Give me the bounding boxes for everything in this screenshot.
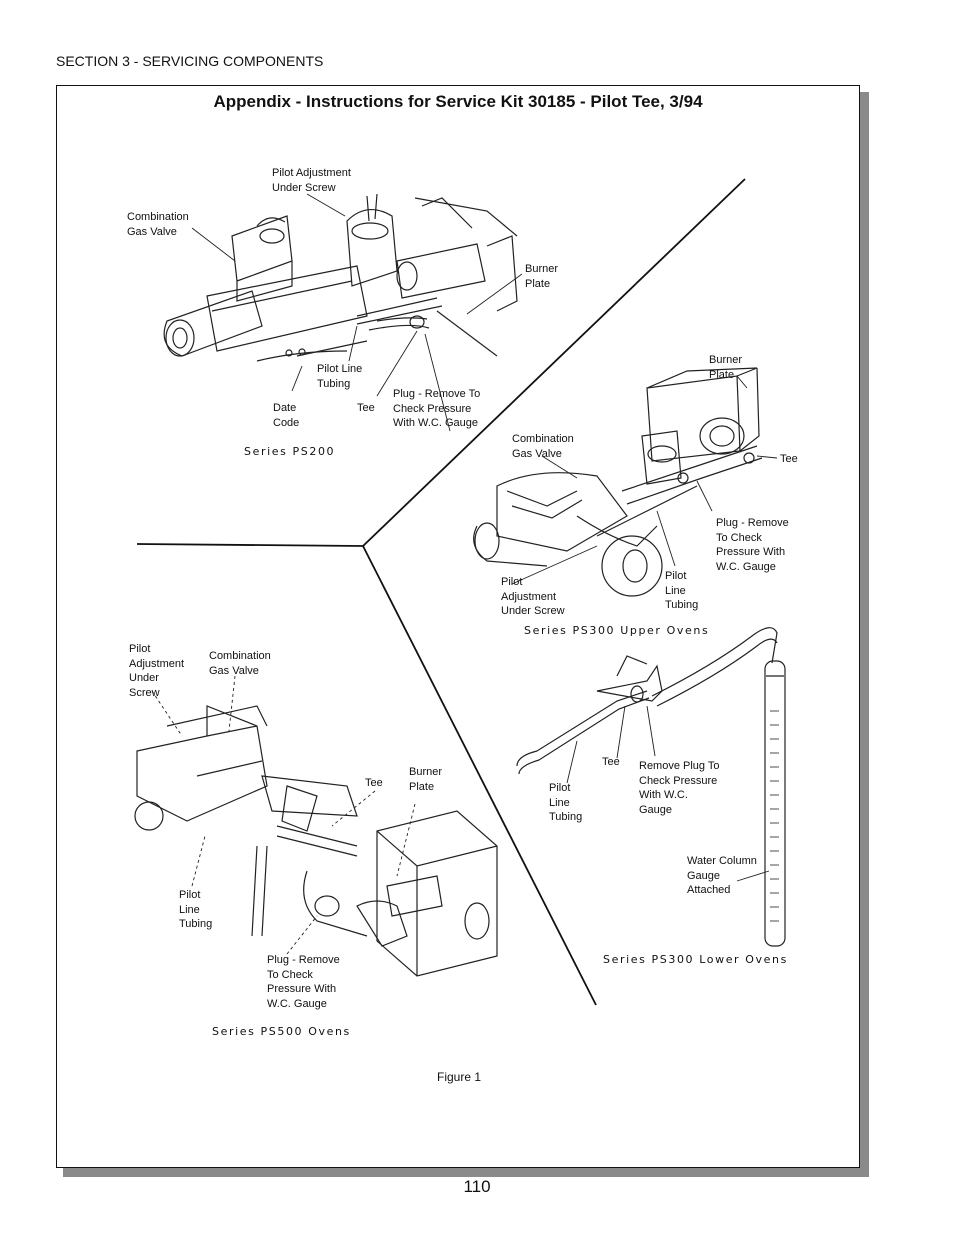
ps300-lower-assembly-drawing [516, 627, 786, 947]
ps500-pilot-line-label: Pilot Line Tubing [179, 889, 213, 930]
ps300u-pilot-line-label: Pilot Line Tubing [665, 570, 699, 611]
ps500-plug-label: Plug - Remove To Check Pressure With W.C… [267, 954, 340, 1010]
figure-1-illustration [134, 178, 786, 1006]
water-column-gauge-ticks [770, 710, 779, 922]
ps300u-combination-valve-label: Combination Gas Valve [512, 433, 574, 460]
ps200-plug-label: Plug - Remove To Check Pressure With W.C… [393, 388, 481, 429]
ps200-burner-plate-label: Burner Plate [525, 263, 559, 290]
ps200-combination-valve-label: Combination Gas Valve [127, 211, 189, 238]
ps300u-series-title: Series PS300 Upper Ovens [524, 624, 710, 637]
figure-caption: Figure 1 [437, 1070, 482, 1084]
ps500-combination-valve-label: Combination Gas Valve [209, 650, 271, 677]
ps200-tee-label: Tee [357, 402, 375, 414]
ps500-burner-plate-label: Burner Plate [409, 766, 443, 793]
ps300-upper-leader-lines [511, 375, 778, 585]
figure-frame: Appendix - Instructions for Service Kit … [56, 85, 860, 1168]
ps200-pilot-line-label: Pilot Line Tubing [317, 363, 363, 390]
ps500-tee-label: Tee [365, 777, 383, 789]
ps500-series-title: Series PS500 Ovens [212, 1025, 351, 1038]
ps300-upper-assembly-drawing [473, 367, 763, 597]
ps200-pilot-adjustment-label: Pilot Adjustment Under Screw [272, 167, 351, 194]
ps300u-pilot-adjustment-label: Pilot Adjustment Under Screw [501, 576, 565, 617]
ps200-assembly-drawing [163, 193, 518, 362]
ps200-series-title: Series PS200 [244, 445, 336, 458]
ps300u-tee-label: Tee [780, 453, 798, 465]
ps500-pilot-adjustment-label: Pilot Adjustment Under Screw [129, 643, 185, 699]
ps500-leader-lines [151, 675, 416, 955]
ps300u-burner-plate-label: Burner Plate [709, 354, 743, 381]
page-number: 110 [463, 1177, 491, 1196]
divider-lines [136, 178, 746, 1006]
ps300l-tee-label: Tee [602, 756, 620, 768]
ps300u-plug-label: Plug - Remove To Check Pressure With W.C… [716, 517, 789, 573]
ps500-assembly-drawing [134, 705, 498, 977]
page-title: Appendix - Instructions for Service Kit … [213, 92, 703, 111]
section-header: SECTION 3 - SERVICING COMPONENTS [56, 53, 324, 69]
ps200-date-code-label: Date Code [273, 402, 300, 429]
ps300l-series-title: Series PS300 Lower Ovens [603, 953, 788, 966]
ps300-lower-leader-lines [566, 705, 770, 882]
ps300l-pilot-line-label: Pilot Line Tubing [549, 782, 583, 823]
ps200-leader-lines [191, 193, 523, 432]
ps300l-gauge-label: Water Column Gauge Attached [687, 855, 757, 896]
ps300l-plug-label: Remove Plug To Check Pressure With W.C. … [639, 760, 720, 816]
